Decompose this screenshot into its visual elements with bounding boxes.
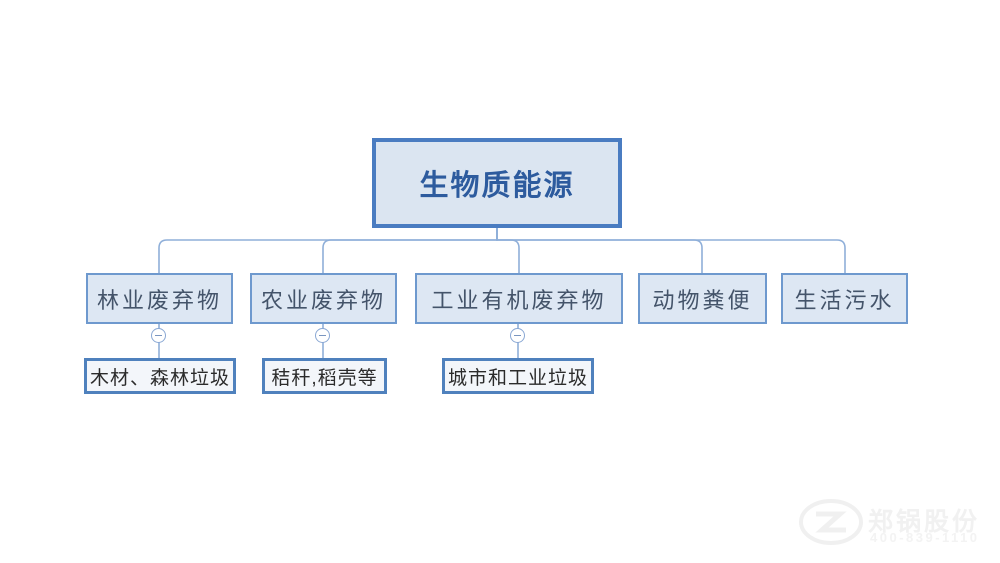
minus-glyph [319,334,326,337]
collapse-minus-icon [151,328,166,343]
collapse-minus-icon [315,328,330,343]
node-straw-rice-husk: 秸秆,稻壳等 [262,358,387,394]
node-industrial-organic-waste: 工业有机废弃物 [415,273,623,324]
node-domestic-sewage: 生活污水 [781,273,908,324]
minus-glyph [514,334,521,337]
watermark-phone-number: 400-839-1110 [870,530,980,545]
collapse-minus-icon [510,328,525,343]
zg-oval-logo-icon [799,499,863,545]
node-forestry-waste: 林业废弃物 [86,273,233,324]
node-urban-industrial-garbage: 城市和工业垃圾 [442,358,594,394]
node-agricultural-waste: 农业废弃物 [250,273,397,324]
node-biomass-energy: 生物质能源 [372,138,622,228]
minus-glyph [155,334,162,337]
watermark-company-name: 郑锅股份 [868,508,981,536]
node-wood-forest-garbage: 木材、森林垃圾 [84,358,236,394]
watermark: 郑锅股份 400-839-1110 [798,496,998,556]
node-animal-manure: 动物粪便 [638,273,767,324]
